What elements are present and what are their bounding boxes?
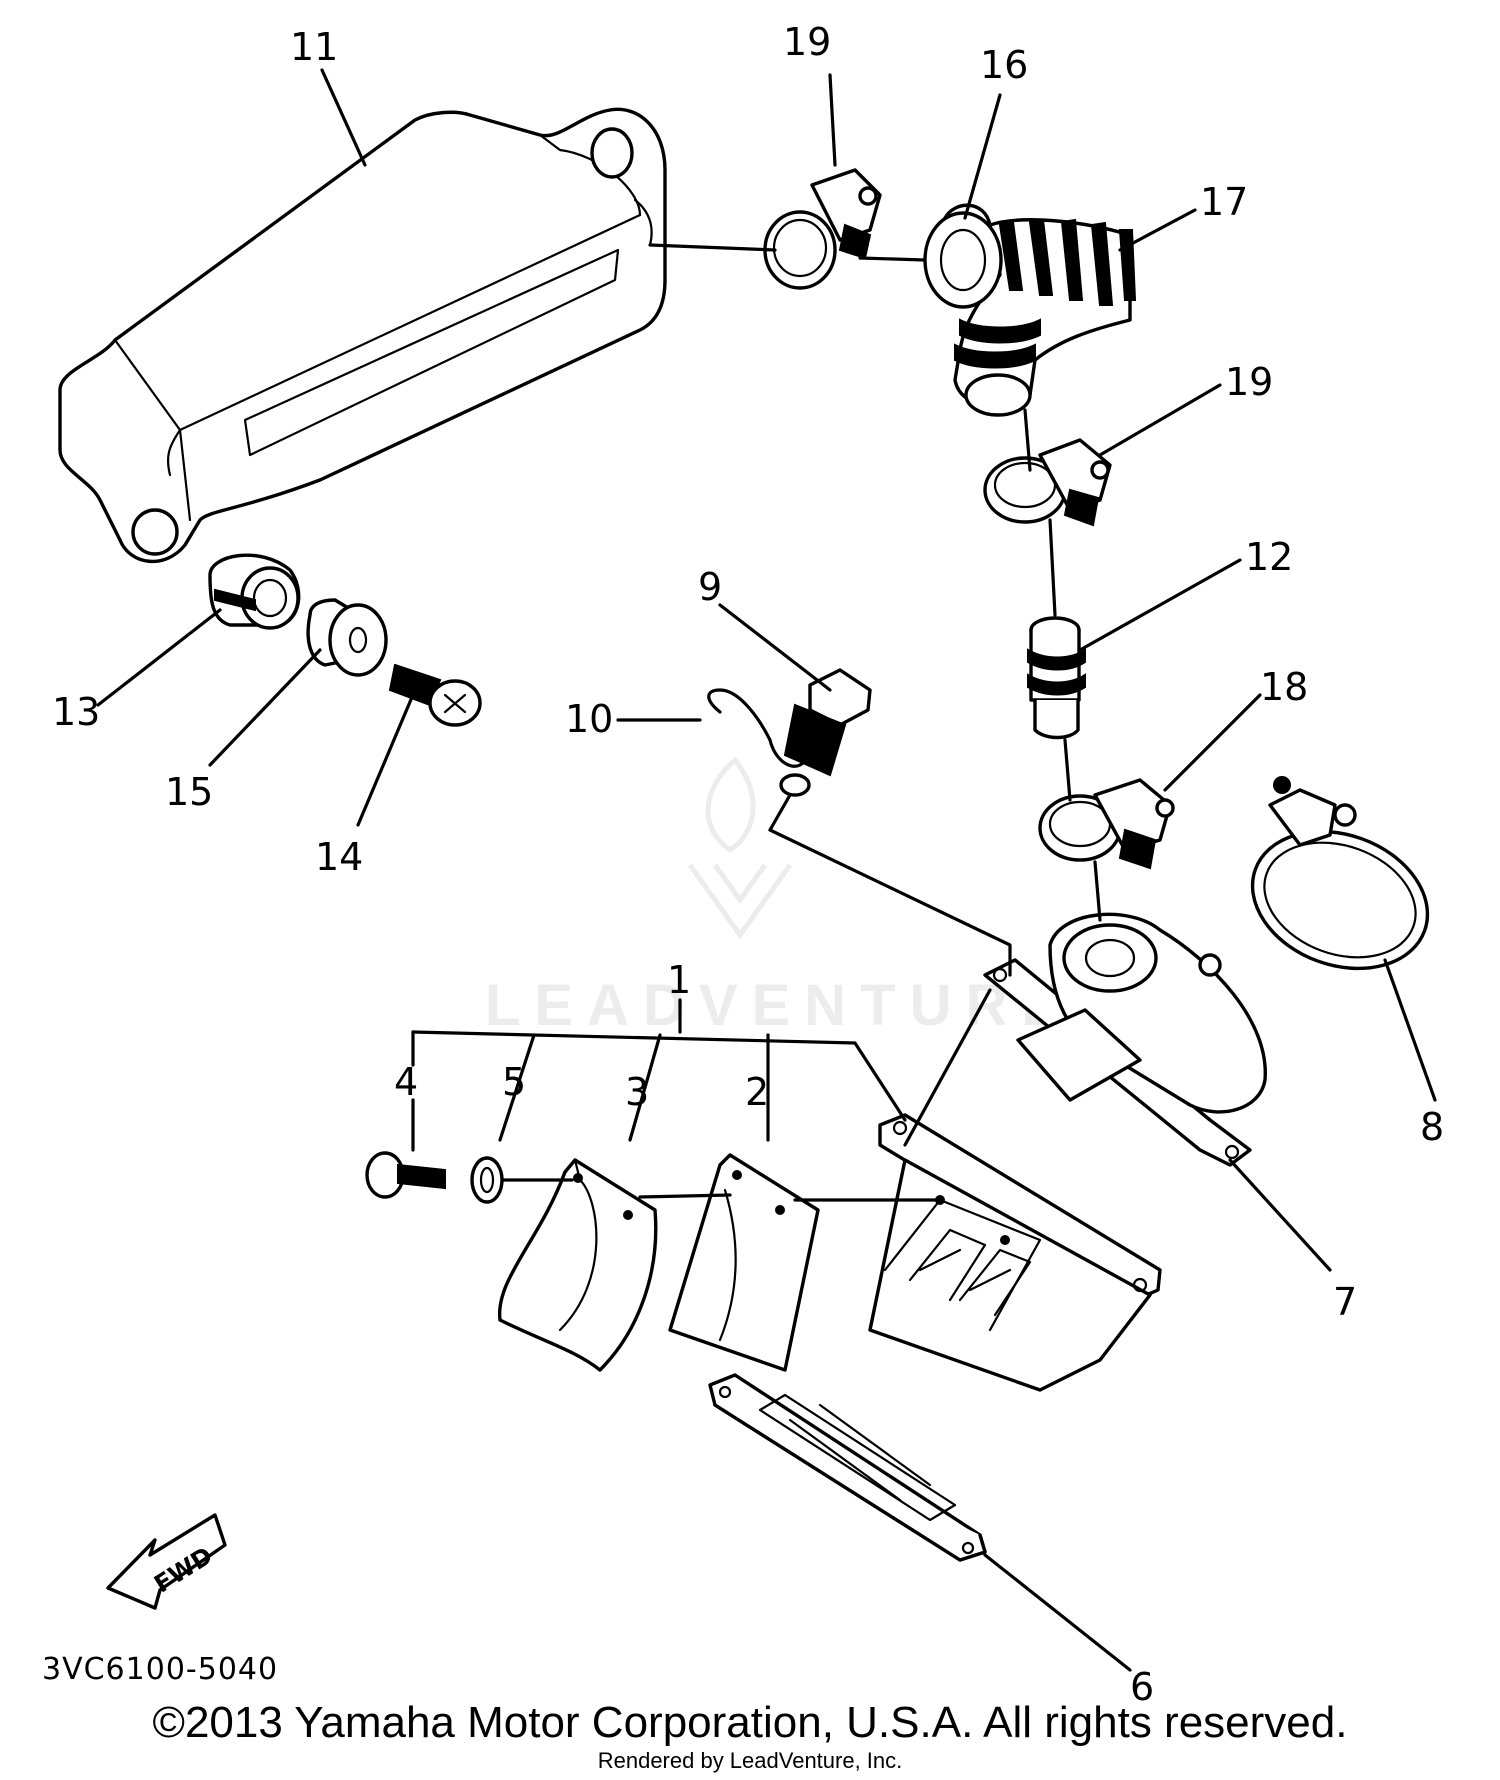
- copyright-notice: ©2013 Yamaha Motor Corporation, U.S.A. A…: [152, 1698, 1348, 1747]
- carburetor-joint-part-7[interactable]: [983, 912, 1267, 1167]
- intake-boot-part-16-17[interactable]: [923, 203, 1137, 417]
- clip-part-10[interactable]: [707, 688, 811, 797]
- callout-13: 13: [52, 690, 100, 734]
- callout-9: 9: [698, 565, 722, 609]
- leader-lines: [96, 68, 1437, 1672]
- callout-15: 15: [165, 770, 213, 814]
- callout-19-upper: 19: [783, 20, 831, 64]
- callout-8: 8: [1420, 1105, 1444, 1149]
- svg-text:LEADVENTURE: LEADVENTURE: [485, 973, 1074, 1038]
- washer-part-5[interactable]: [470, 1156, 504, 1204]
- callout-numbers: 11 19 16 17 19 12 9 18 10 13 15 14 1 4 5…: [52, 20, 1444, 1709]
- stopper-plate-part-3[interactable]: [497, 1158, 658, 1372]
- band-clamp-part-8[interactable]: [1233, 776, 1447, 992]
- gasket-part-6[interactable]: [708, 1373, 987, 1562]
- callout-2: 2: [745, 1070, 769, 1114]
- grommet-part-13[interactable]: [208, 553, 301, 630]
- hose-clamp-part-19-lower[interactable]: [983, 438, 1112, 527]
- callout-7: 7: [1333, 1280, 1357, 1324]
- fitting-part-12[interactable]: [1027, 616, 1086, 740]
- reed-cage-assembly-1[interactable]: [868, 1113, 1162, 1392]
- hose-clamp-part-19-upper[interactable]: [763, 168, 882, 290]
- leadventure-watermark: LEADVENTURE: [485, 756, 1074, 1038]
- callout-14: 14: [315, 835, 363, 879]
- callout-17: 17: [1200, 180, 1248, 224]
- callout-1: 1: [667, 958, 691, 1002]
- screw-part-14[interactable]: [388, 663, 482, 727]
- callout-11: 11: [290, 25, 338, 69]
- screw-part-4[interactable]: [365, 1151, 446, 1199]
- render-credit: Rendered by LeadVenture, Inc.: [597, 1748, 903, 1773]
- diagram-part-code: 3VC6100-5040: [42, 1652, 279, 1687]
- callout-19-lower: 19: [1225, 360, 1273, 404]
- forward-direction-arrow: FWD: [106, 1513, 227, 1610]
- callout-18: 18: [1260, 665, 1308, 709]
- callout-6: 6: [1130, 1665, 1154, 1709]
- callout-16: 16: [980, 43, 1028, 87]
- air-box-part-11[interactable]: [58, 107, 667, 563]
- callout-12: 12: [1245, 535, 1293, 579]
- collar-part-15[interactable]: [306, 598, 388, 677]
- callout-10: 10: [565, 697, 613, 741]
- bolt-part-9[interactable]: [783, 668, 872, 777]
- callout-5: 5: [502, 1060, 526, 1104]
- hose-clamp-part-18[interactable]: [1038, 778, 1175, 870]
- reed-valve-part-2[interactable]: [668, 1153, 820, 1372]
- callout-3: 3: [625, 1070, 649, 1114]
- callout-4: 4: [394, 1060, 418, 1104]
